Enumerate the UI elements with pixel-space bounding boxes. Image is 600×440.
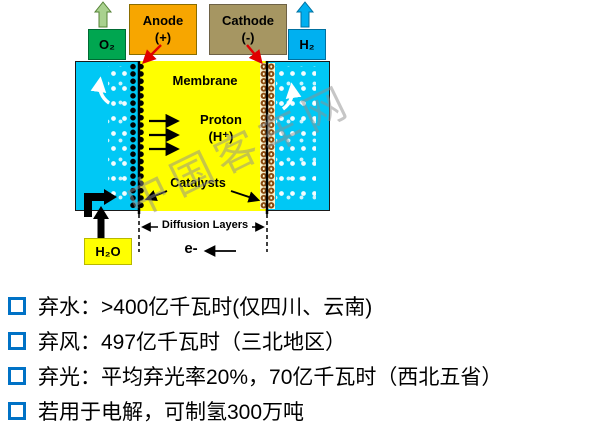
catalysts-label: Catalysts: [170, 176, 226, 190]
bullet-square-icon: [8, 297, 26, 315]
bullet-text-water: 弃水：>400亿千瓦时(仅四川、云南): [38, 296, 373, 319]
bullet-text-solar: 弃光：平均弃光率20%，70亿千瓦时（西北五省）: [38, 366, 503, 389]
bullet-square-icon: [8, 332, 26, 350]
h2-up-arrow-icon: [295, 1, 315, 28]
anode-label: Anode: [142, 12, 184, 28]
gas-bubbles-left: [108, 66, 129, 206]
bullet-square-icon: [8, 402, 26, 420]
anode-sign: (+): [154, 29, 172, 45]
bullet-list: 弃水：>400亿千瓦时(仅四川、云南) 弃风：497亿千瓦时（三北地区） 弃光：…: [8, 294, 598, 434]
h2o-box: H₂O: [84, 238, 132, 265]
bullet-row-electrolysis: 若用于电解，可制氢300万吨: [8, 399, 598, 424]
bullet-text-electrolysis: 若用于电解，可制氢300万吨: [38, 401, 305, 424]
anode-box: Anode (+): [129, 4, 197, 55]
h2-label: H₂: [299, 37, 315, 52]
membrane-label: Membrane: [172, 73, 238, 88]
proton-symbol: (H⁺): [208, 129, 234, 144]
diffusion-layers-label: Diffusion Layers: [158, 219, 252, 231]
h2o-label: H₂O: [95, 244, 121, 259]
bullet-text-wind: 弃风：497亿千瓦时（三北地区）: [38, 331, 347, 354]
anode-catalyst-dots: [129, 63, 146, 209]
o2-label: O₂: [99, 37, 115, 52]
bullet-row-water: 弃水：>400亿千瓦时(仅四川、云南): [8, 294, 598, 319]
o2-box: O₂: [88, 29, 126, 60]
electron-label: e-: [184, 240, 198, 257]
bullet-row-wind: 弃风：497亿千瓦时（三北地区）: [8, 329, 598, 354]
cathode-label: Cathode: [222, 12, 274, 28]
proton-label: Proton (H⁺): [182, 111, 260, 145]
h2-box: H₂: [288, 29, 326, 60]
bullet-row-solar: 弃光：平均弃光率20%，70亿千瓦时（西北五省）: [8, 364, 598, 389]
cathode-sign: (-): [241, 29, 255, 45]
cathode-box: Cathode (-): [209, 4, 287, 55]
gas-bubbles-right: [276, 66, 316, 206]
o2-up-arrow-icon: [93, 1, 113, 28]
proton-word: Proton: [200, 112, 242, 127]
cathode-catalyst-beads: [260, 63, 275, 209]
bullet-square-icon: [8, 367, 26, 385]
